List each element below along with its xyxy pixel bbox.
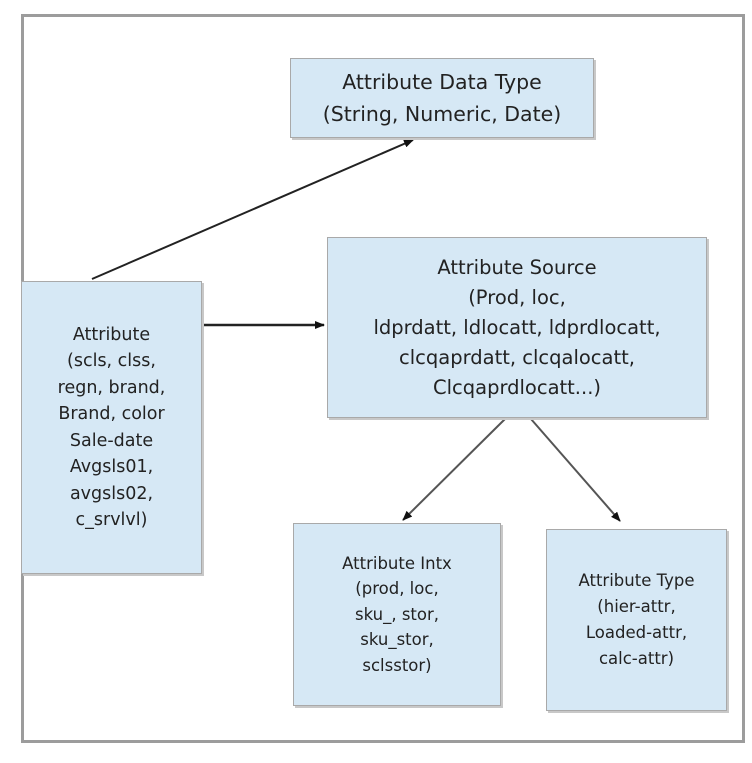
node-line: Attribute Type xyxy=(578,571,695,590)
node-line: (Prod, loc, xyxy=(468,285,566,309)
node-line: avgsls02, xyxy=(69,483,154,504)
node-line: c_srvlvl) xyxy=(75,510,148,530)
node-attribute-intx: Attribute Intx (prod, loc, sku_, stor, s… xyxy=(293,523,501,706)
node-attribute: Attribute (scls, clss, regn, brand, Bran… xyxy=(21,281,202,574)
node-line: sclsstor) xyxy=(362,655,432,675)
node-attribute-source: Attribute Source (Prod, loc, ldprdatt, l… xyxy=(327,237,707,418)
node-line: Loaded-attr, xyxy=(585,623,688,642)
node-line: regn, brand, xyxy=(57,377,166,398)
node-line: Attribute Data Type xyxy=(342,70,542,94)
node-line: Sale-date xyxy=(69,430,154,451)
node-line: Attribute Intx xyxy=(342,553,452,573)
node-line: calc-attr) xyxy=(598,649,675,668)
node-line: Attribute Source xyxy=(437,255,597,279)
node-line: sku_, stor, xyxy=(354,604,440,624)
node-line: (hier-attr, xyxy=(597,597,676,616)
node-line: Brand, color xyxy=(58,404,165,424)
node-line: (scls, clss, xyxy=(67,351,156,371)
node-line: Clcqaprdlocatt...) xyxy=(432,375,602,399)
node-line: Avgsls01, xyxy=(69,457,154,477)
node-line: clcqaprdatt, clcqalocatt, xyxy=(399,345,635,369)
node-attribute-data-type: Attribute Data Type (String, Numeric, Da… xyxy=(290,58,594,138)
node-line: Attribute xyxy=(72,324,151,345)
node-line: ldprdatt, ldlocatt, ldprdlocatt, xyxy=(373,315,661,339)
node-line: sku_stor, xyxy=(360,630,434,650)
node-attribute-type: Attribute Type (hier-attr, Loaded-attr, … xyxy=(546,529,727,711)
node-line: (String, Numeric, Date) xyxy=(322,102,562,126)
node-line: (prod, loc, xyxy=(355,579,439,599)
